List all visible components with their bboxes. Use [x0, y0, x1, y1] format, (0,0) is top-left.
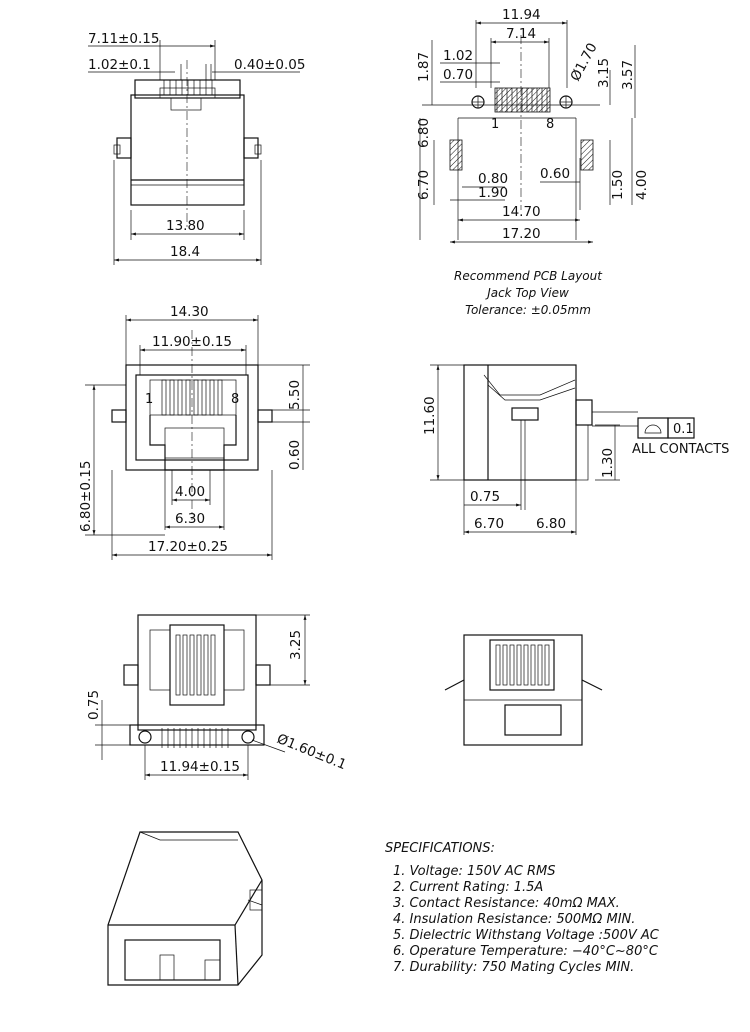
dim-0-80: 0.80: [478, 171, 508, 187]
dim-6-70-pcb: 6.70: [416, 170, 432, 200]
dim-5-50: 5.50: [287, 380, 303, 410]
dim-3-57: 3.57: [620, 60, 636, 90]
dim-0-40: 0.40±0.05: [234, 57, 305, 73]
spec-heading: SPECIFICATIONS:: [385, 841, 495, 856]
dim-11-60: 11.60: [422, 396, 438, 435]
dim-14-30: 14.30: [170, 304, 209, 320]
dim-1-50: 1.50: [610, 170, 626, 200]
pcb-caption-line-1: Recommend PCB Layout: [454, 269, 603, 283]
spec-item: 4. Insulation Resistance: 500MΩ MIN.: [393, 912, 635, 927]
dim-0-75-side: 0.75: [470, 489, 500, 505]
dim-18-4: 18.4: [170, 244, 200, 260]
dim-0-60-front: 0.60: [287, 440, 303, 470]
dim-11-94-bottom: 11.94±0.15: [160, 759, 240, 775]
front-pin-1-label: 1: [145, 392, 153, 407]
flatness-note: ALL CONTACTS: [632, 442, 729, 457]
side-view: 0.1 ALL CONTACTS 11.60 1.30 0.75 6.70 6.…: [422, 364, 729, 535]
dim-17-20-front: 17.20±0.25: [148, 539, 228, 555]
flatness-value: 0.1: [673, 422, 694, 437]
dim-1-90: 1.90: [478, 185, 508, 201]
dim-6-80-pcb: 6.80: [416, 118, 432, 148]
front-pin-8-label: 8: [231, 392, 239, 407]
dim-7-14: 7.14: [506, 26, 536, 42]
dim-dia-1-60: Ø1.60±0.1: [275, 731, 349, 773]
dim-3-25: 3.25: [288, 630, 304, 660]
dim-6-70-side: 6.70: [474, 516, 504, 532]
dim-7-11: 7.11±0.15: [88, 31, 159, 47]
pcb-caption-line-2: Jack Top View: [485, 286, 569, 300]
dim-0-60-pcb: 0.60: [540, 166, 570, 182]
pcb-pin-1-label: 1: [491, 117, 499, 132]
dim-6-30: 6.30: [175, 511, 205, 527]
pcb-pin-8-label: 8: [546, 117, 554, 132]
dim-1-02-pcb: 1.02: [443, 48, 473, 64]
pcb-layout-view: 11.94 7.14 1.02 0.70 Ø1.70 1.87 3.15 3.5…: [416, 7, 650, 317]
spec-item: 2. Current Rating: 1.5A: [393, 880, 543, 895]
spec-item: 7. Durability: 750 Mating Cycles MIN.: [393, 960, 634, 975]
dim-17-20-pcb: 17.20: [502, 226, 541, 242]
dim-11-90: 11.90±0.15: [152, 334, 232, 350]
front-view: 1 8 14.30 11.90±0.15 5.50 0.60 6.80±0.15…: [78, 304, 310, 560]
dim-13-80: 13.80: [166, 218, 205, 234]
isometric-view: [107, 831, 263, 986]
rear-view: [444, 634, 603, 746]
bottom-view: 3.25 0.75 11.94±0.15 Ø1.60±0.1: [86, 614, 349, 780]
spec-item: 6. Operature Temperature: −40°C~80°C: [393, 944, 659, 959]
dim-1-02: 1.02±0.1: [88, 57, 151, 73]
spec-item: 3. Contact Resistance: 40mΩ MAX.: [393, 896, 620, 911]
specifications: SPECIFICATIONS: 1. Voltage: 150V AC RMS …: [385, 841, 660, 975]
spec-item: 5. Dielectric Withstang Voltage :500V AC: [393, 928, 660, 943]
dim-4-00-front: 4.00: [175, 484, 205, 500]
top-view: 7.11±0.15 1.02±0.1 0.40±0.05 13.80 18.4: [88, 31, 305, 265]
dim-6-80-front: 6.80±0.15: [78, 461, 94, 532]
dim-0-75-bottom: 0.75: [86, 690, 102, 720]
dim-3-15: 3.15: [596, 58, 612, 88]
dim-1-87: 1.87: [416, 52, 432, 82]
spec-item: 1. Voltage: 150V AC RMS: [393, 864, 556, 879]
dim-14-70: 14.70: [502, 204, 541, 220]
dim-1-30: 1.30: [600, 448, 616, 478]
dim-0-70: 0.70: [443, 67, 473, 83]
dim-4-00-pcb: 4.00: [634, 170, 650, 200]
dim-6-80-side: 6.80: [536, 516, 566, 532]
dim-11-94: 11.94: [502, 7, 541, 23]
pcb-caption-line-3: Tolerance: ±0.05mm: [465, 303, 591, 317]
